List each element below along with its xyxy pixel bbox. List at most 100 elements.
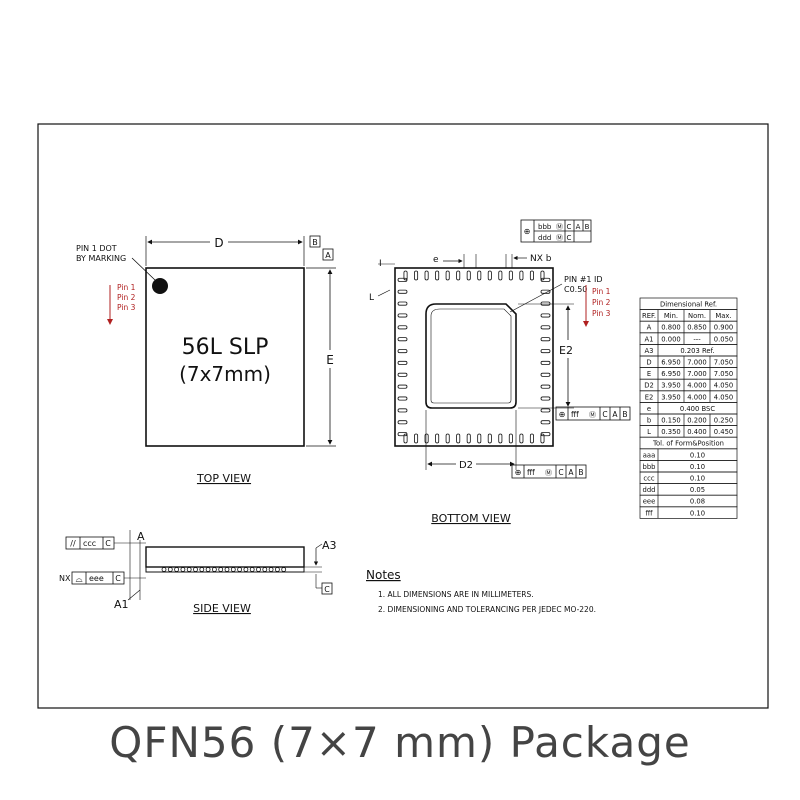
table-cell-ref: E xyxy=(647,370,651,378)
side-lead xyxy=(218,567,224,572)
tol-e2-a: A xyxy=(612,410,618,419)
side-lead xyxy=(249,567,255,572)
pad-right xyxy=(540,408,551,413)
dim-d-label: D xyxy=(214,236,223,250)
tol-e2-fff: fff xyxy=(571,410,579,419)
table-cell: 0.150 xyxy=(661,417,680,425)
table-cell: 0.200 xyxy=(687,417,706,425)
bottom-pin-2: Pin 2 xyxy=(592,298,611,307)
pad-bottom xyxy=(508,433,513,444)
side-lead xyxy=(205,567,211,572)
tol-table-title: Tol. of Form&Position xyxy=(652,440,724,448)
table-cell: 0.800 xyxy=(661,324,680,332)
side-lead xyxy=(211,567,217,572)
top-pin-3: Pin 3 xyxy=(117,303,136,312)
dim-a3-leader xyxy=(315,543,323,549)
tol-top-ddd-c: C xyxy=(567,234,572,242)
pad-right xyxy=(540,313,551,318)
bottom-pin-3: Pin 3 xyxy=(592,309,611,318)
table-cell-ref: E2 xyxy=(645,393,654,401)
side-lead xyxy=(186,567,192,572)
pad-bottom xyxy=(456,433,461,444)
table-cell: 3.950 xyxy=(661,393,680,401)
pad-left xyxy=(397,337,408,342)
pad-right xyxy=(540,289,551,294)
bottom-pin-1: Pin 1 xyxy=(592,287,611,296)
table-header-cell: Min. xyxy=(664,312,678,320)
pad-top xyxy=(540,270,545,281)
dim-a1-label: A1 xyxy=(114,598,129,611)
table-cell-ref: L xyxy=(647,428,651,436)
pad-top xyxy=(435,270,440,281)
table-cell: 0.000 xyxy=(661,335,680,343)
pad-bottom xyxy=(414,433,419,444)
pad-left xyxy=(397,277,408,282)
table-cell: 3.950 xyxy=(661,382,680,390)
pad-bottom xyxy=(487,433,492,444)
tol-top-bbb-a: A xyxy=(576,223,581,231)
pad-bottom xyxy=(435,433,440,444)
table-cell: 7.050 xyxy=(714,370,733,378)
dim-a-label: A xyxy=(137,530,145,543)
pad-right xyxy=(540,384,551,389)
pad-bottom xyxy=(424,433,429,444)
pad-right xyxy=(540,337,551,342)
notes: Notes 1. ALL DIMENSIONS ARE IN MILLIMETE… xyxy=(366,568,596,614)
dim-d2-label: D2 xyxy=(459,460,473,471)
side-lead xyxy=(193,567,198,572)
pad-right xyxy=(540,301,551,306)
top-view: PIN 1 DOT BY MARKING Pin 1 Pin 2 Pin 3 5… xyxy=(76,235,336,485)
tol-table-ref: fff xyxy=(645,509,653,517)
dim-nx-b-label: NX b xyxy=(530,254,552,264)
exposed-pad-inner xyxy=(430,308,512,404)
tol-top-symbol: ⊕ xyxy=(524,227,531,236)
side-lead xyxy=(268,567,274,572)
datum-c-box xyxy=(321,582,333,595)
tol-eee-datum: C xyxy=(115,574,121,583)
pad-left xyxy=(397,420,408,425)
table-cell-ref: A1 xyxy=(645,335,654,343)
pad-bottom xyxy=(519,433,524,444)
side-lead xyxy=(199,567,205,572)
pad-bottom xyxy=(529,433,534,444)
table-cell-ref: b xyxy=(647,417,651,425)
pad-left xyxy=(397,408,408,413)
pad-left xyxy=(397,349,408,354)
table-cell: 7.000 xyxy=(687,359,706,367)
tol-eee-nx: NX xyxy=(59,574,71,583)
note-2: 2. DIMENSIONING AND TOLERANCING PER JEDE… xyxy=(378,605,596,614)
dim-e2-label: E2 xyxy=(559,344,573,357)
tol-table-value: 0.10 xyxy=(690,463,705,471)
table-cell: 0.400 xyxy=(687,428,706,436)
side-lead xyxy=(274,567,280,572)
pad-bottom xyxy=(445,433,450,444)
pad-top xyxy=(466,270,471,281)
pad-left xyxy=(397,325,408,330)
tol-top-ddd: ddd xyxy=(538,234,551,242)
tol-table-value: 0.10 xyxy=(690,475,705,483)
table-cell: 0.450 xyxy=(714,428,733,436)
pad-bottom xyxy=(540,433,545,444)
side-view-title: SIDE VIEW xyxy=(193,602,251,615)
pad-left xyxy=(397,372,408,377)
note-1: 1. ALL DIMENSIONS ARE IN MILLIMETERS. xyxy=(378,590,534,599)
dim-l-label: L xyxy=(369,293,374,303)
side-lead xyxy=(224,567,230,572)
bottom-view-body xyxy=(394,267,554,447)
pad-top xyxy=(529,270,534,281)
dim-a3-label: A3 xyxy=(322,539,337,552)
table-cell: 7.000 xyxy=(687,370,706,378)
package-caption: QFN56 (7×7 mm) Package xyxy=(109,718,691,767)
top-view-body xyxy=(145,267,305,447)
side-view-leads xyxy=(161,567,287,572)
pad-bottom xyxy=(466,433,471,444)
tol-eee-value: eee xyxy=(89,574,104,583)
table-cell-ref: D2 xyxy=(644,382,654,390)
tol-ccc-symbol: // xyxy=(70,539,76,548)
side-lead xyxy=(237,567,243,572)
top-pin-2: Pin 2 xyxy=(117,293,136,302)
pad-bottom xyxy=(498,433,503,444)
tol-table-ref: eee xyxy=(643,498,656,506)
